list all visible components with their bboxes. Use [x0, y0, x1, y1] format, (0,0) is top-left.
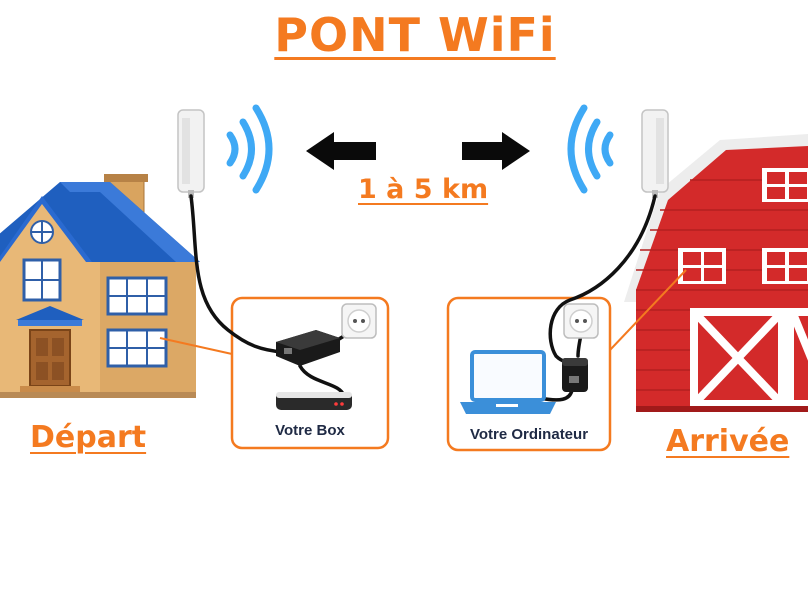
- antenna-icon: [177, 109, 205, 198]
- barn-icon: [624, 134, 808, 412]
- wall-outlet-icon: [563, 303, 599, 339]
- diagram-title: PONT WiFi: [274, 8, 556, 62]
- arrow-left-icon: [306, 132, 376, 170]
- connector-line-end: [609, 269, 687, 351]
- end-label: Arrivée: [666, 424, 790, 459]
- laptop-icon: [460, 350, 556, 414]
- computer-caption: Votre Ordinateur: [469, 426, 589, 443]
- wifi-signal-icon: [567, 104, 614, 194]
- wifi-signal-icon: [226, 104, 273, 194]
- connector-line-start: [159, 337, 233, 355]
- antenna-icon: [641, 109, 669, 198]
- wall-outlet-icon: [341, 303, 377, 339]
- poe-injector-icon: [276, 330, 340, 366]
- poe-injector-icon: [562, 358, 588, 392]
- router-icon: [276, 392, 352, 410]
- box-caption: Votre Box: [275, 422, 345, 439]
- house-icon: [0, 174, 200, 398]
- distance-label: 1 à 5 km: [358, 174, 489, 205]
- start-label: Départ: [30, 420, 147, 455]
- arrow-right-icon: [462, 132, 530, 170]
